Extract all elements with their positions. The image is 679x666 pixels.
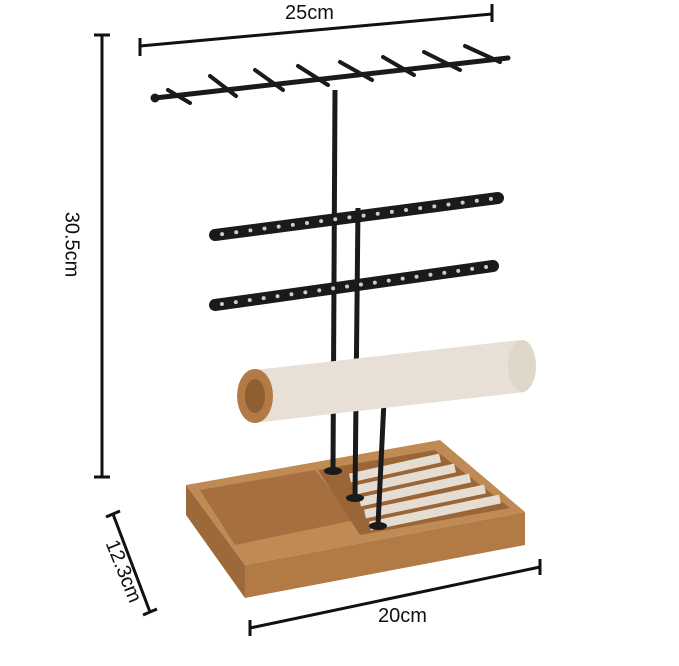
earring-hole [484, 264, 489, 269]
earring-hole [389, 209, 394, 214]
earring-hole [261, 296, 266, 301]
earring-hole [404, 208, 409, 213]
earring-holes [219, 196, 493, 307]
earring-bar-upper [209, 192, 504, 241]
earring-hole [319, 219, 324, 224]
earring-hole [347, 215, 352, 220]
dimension-label-base-width: 20cm [378, 605, 427, 627]
earring-hole [233, 300, 238, 305]
earring-bar-lower [209, 260, 499, 311]
earring-hole [275, 294, 280, 299]
earring-hole [456, 268, 461, 273]
earring-hole [446, 202, 451, 207]
earring-hole [331, 286, 336, 291]
earring-hole [375, 211, 380, 216]
earring-hole [442, 270, 447, 275]
earring-hole [303, 290, 308, 295]
dimension-label-top-width: 25cm [285, 2, 334, 24]
earring-hole [317, 288, 322, 293]
earring-hole [333, 217, 338, 222]
earring-hole [290, 222, 295, 227]
earring-hole [361, 213, 366, 218]
earring-hole [400, 276, 405, 281]
earring-hole [474, 198, 479, 203]
depth-line [111, 513, 152, 613]
dimension-lines [94, 4, 542, 636]
base-width-line [249, 565, 541, 630]
earring-hole [358, 282, 363, 287]
earring-hole [488, 196, 493, 201]
top-width-line [139, 12, 493, 48]
earring-hole [289, 292, 294, 297]
necklace-hook-bar [150, 44, 511, 105]
earring-hole [304, 220, 309, 225]
ring-rolls [349, 453, 501, 531]
earring-hole [372, 280, 377, 285]
earring-hole [247, 298, 252, 303]
earring-hole [220, 232, 225, 237]
earring-hole [262, 226, 267, 231]
earring-hole [414, 274, 419, 279]
earring-hole [234, 230, 239, 235]
earring-hole [386, 278, 391, 283]
dimension-label-height: 30.5cm [60, 211, 83, 278]
earring-hole [470, 266, 475, 271]
bracelet-roll [237, 340, 536, 423]
earring-hole [418, 206, 423, 211]
earring-hole [276, 224, 281, 229]
hooks [166, 44, 502, 105]
earring-hole [428, 272, 433, 277]
earring-hole [460, 200, 465, 205]
earring-hole [219, 302, 224, 307]
earring-hole [248, 228, 253, 233]
earring-hole [345, 284, 350, 289]
earring-hole [432, 204, 437, 209]
